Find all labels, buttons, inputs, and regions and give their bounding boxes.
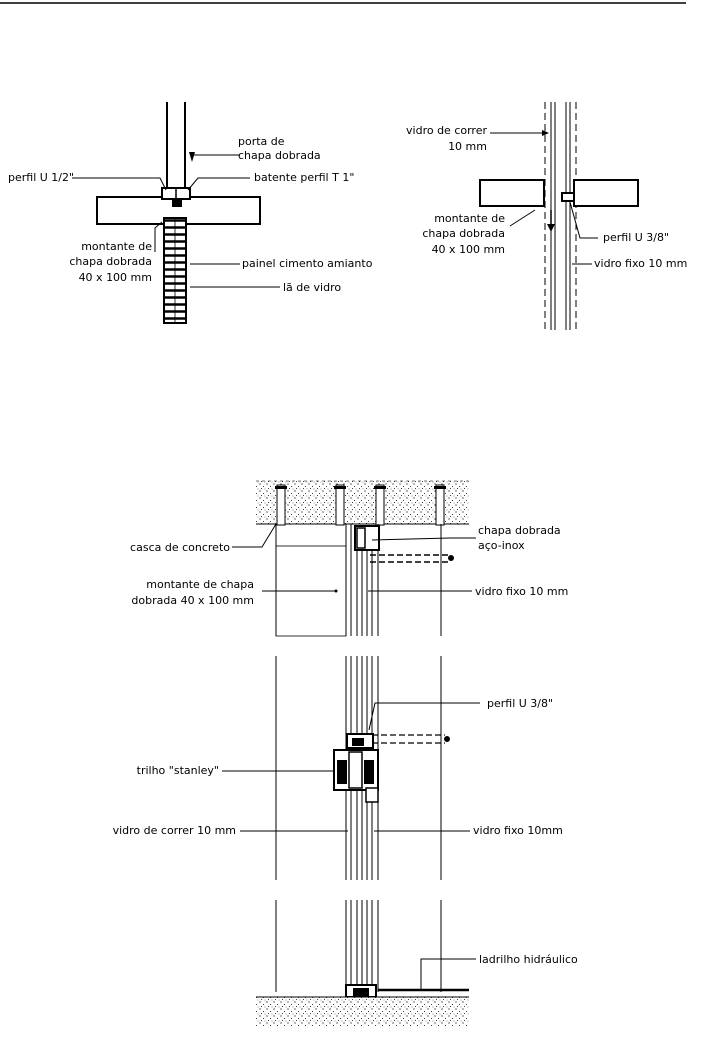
label-vidro-correr-2: 10 mm — [448, 140, 487, 153]
label-montante-s-1: montante de chapa — [146, 578, 254, 591]
label-perfil-u-38-section: perfil U 3/8" — [487, 697, 553, 710]
detail-top-left: porta de chapa dobrada perfil U 1/2" bat… — [8, 102, 373, 324]
label-casca-concreto: casca de concreto — [130, 541, 230, 554]
detail-top-right: vidro de correr 10 mm montante de chapa … — [406, 102, 687, 330]
label-perfil-u-38-top: perfil U 3/8" — [603, 231, 669, 244]
label-batente: batente perfil T 1" — [254, 171, 354, 184]
label-porta-2: chapa dobrada — [238, 149, 321, 162]
label-montante-r-2: chapa dobrada — [422, 227, 505, 240]
label-chapa-1: chapa dobrada — [478, 524, 561, 537]
label-montante-3: 40 x 100 mm — [79, 271, 152, 284]
label-la-vidro: lã de vidro — [283, 281, 341, 294]
label-perfil-u-half: perfil U 1/2" — [8, 171, 74, 184]
label-montante-r-3: 40 x 100 mm — [432, 243, 505, 256]
label-vidro-correr-1: vidro de correr — [406, 124, 487, 137]
label-chapa-2: aço-inox — [478, 539, 525, 552]
floor-slab — [256, 997, 469, 1027]
detail-section: casca de concreto chapa dobrada aço-inox… — [113, 480, 578, 1027]
label-porta-1: porta de — [238, 135, 285, 148]
label-vidro-correr-section: vidro de correr 10 mm — [113, 824, 236, 837]
label-vidro-fixo-section: vidro fixo 10 mm — [475, 585, 568, 598]
label-montante-2: chapa dobrada — [69, 255, 152, 268]
label-trilho-stanley: trilho "stanley" — [137, 764, 219, 777]
label-vidro-fixo-10mm: vidro fixo 10mm — [473, 824, 563, 837]
label-montante-s-2: dobrada 40 x 100 mm — [131, 594, 254, 607]
concrete-shell — [256, 481, 469, 524]
label-montante-r-1: montante de — [434, 212, 505, 225]
label-vidro-fixo-top: vidro fixo 10 mm — [594, 257, 687, 270]
label-montante-1: montante de — [81, 240, 152, 253]
label-painel: painel cimento amianto — [242, 257, 373, 270]
label-ladrilho: ladrilho hidráulico — [479, 953, 578, 966]
